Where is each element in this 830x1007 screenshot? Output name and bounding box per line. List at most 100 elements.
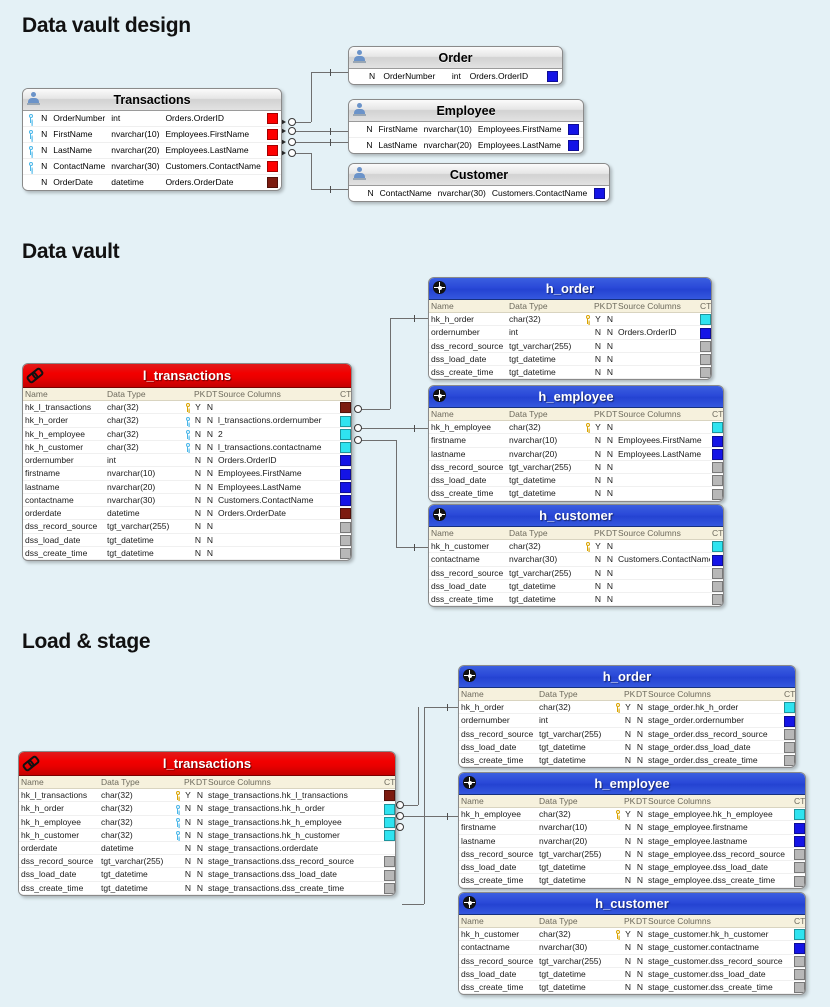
primary-key-icon [26, 146, 35, 156]
cell-data-type: tgt_datetime [507, 592, 581, 607]
col-header-pk: PK [622, 688, 636, 701]
entity-h-employee-stage[interactable]: h_employee Name Data Type PK DT Source C… [458, 772, 806, 889]
entity-h-customer-vault[interactable]: h_customer Name Data Type PK DT Source C… [428, 504, 724, 608]
entity-header: h_customer [459, 893, 805, 915]
entity-h-customer-stage[interactable]: h_customer Name Data Type PK DT Source C… [458, 892, 806, 996]
entity-h-order-stage[interactable]: h_order Name Data Type PK DT Source Colu… [458, 665, 796, 769]
cell-key [181, 427, 192, 441]
crow-foot-icon [279, 118, 286, 126]
cell-dt: N [194, 801, 206, 816]
cell-data-type: char(32) [99, 801, 171, 816]
col-header-data-type: Data Type [507, 300, 581, 313]
connector-line [311, 189, 353, 190]
entity-h-employee-vault[interactable]: h_employee Name Data Type PK DT Source C… [428, 385, 724, 502]
cell-color-type [382, 881, 395, 895]
cell-source-column: Orders.OrderID [466, 69, 543, 84]
cell-color-type [263, 158, 281, 175]
entity-l-transactions-vault[interactable]: l_transactions Name Data Type PK DT Sour… [22, 363, 352, 561]
cell-data-type: char(32) [507, 420, 581, 435]
column-table: Name Data Type PK DT Source Columns CT h… [429, 527, 723, 607]
color-swatch [340, 455, 351, 466]
cell-name: lastname [459, 834, 537, 848]
cell-color-type [543, 69, 562, 84]
cell-source-column: stage_customer.contactname [646, 940, 792, 955]
cell-key [581, 460, 592, 475]
cell-key [581, 339, 592, 353]
entity-h-order-vault[interactable]: h_order Name Data Type PK DT Source Colu… [428, 277, 712, 381]
cell-source-column [616, 473, 710, 488]
cell-key [581, 325, 592, 340]
cell-key [611, 820, 622, 835]
cell-key [611, 954, 622, 968]
entity-l-transactions-stage[interactable]: l_transactions Name Data Type PK DT Sour… [18, 751, 396, 896]
cell-source-column: Employees.LastName [616, 447, 710, 461]
cell-key [581, 312, 592, 327]
